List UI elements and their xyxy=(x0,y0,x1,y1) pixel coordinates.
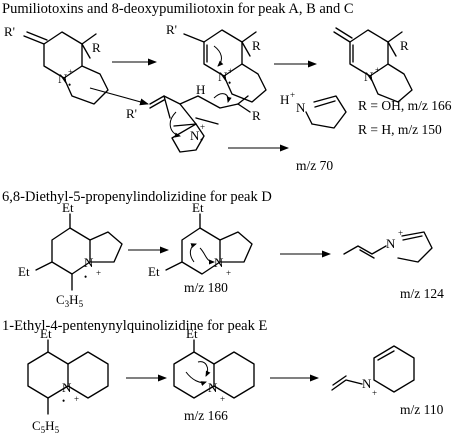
molecule-d-iminium-intermediate: Et Et N + xyxy=(148,200,253,279)
molecule-ethylquinolizidine-radical-cation: Et N + • C5H5 xyxy=(27,326,109,435)
r-label: R xyxy=(92,40,101,55)
radical-dot: • xyxy=(200,135,203,145)
molecule-exomethylene-iminium: R N + xyxy=(333,27,413,103)
molecule-iminium-intermediate: R' R N + • xyxy=(166,22,267,103)
nitrogen-label: N xyxy=(386,236,396,251)
charge-plus: + xyxy=(398,228,403,238)
r-prime-label: R' xyxy=(126,106,137,121)
charge-plus: + xyxy=(68,67,73,77)
nitrogen-label: N xyxy=(62,380,72,395)
pentenynyl-label: C5H5 xyxy=(32,418,60,435)
charge-plus: + xyxy=(290,90,295,100)
charge-plus: + xyxy=(220,394,225,404)
nitrogen-label: N xyxy=(58,71,68,86)
r-prime-label: R' xyxy=(4,24,15,39)
nitrogen-label: N xyxy=(190,128,200,143)
molecule-e-product-mz110: N + xyxy=(331,345,415,398)
charge-plus: + xyxy=(96,268,101,278)
r-label: R xyxy=(252,108,261,123)
arrow-a1-to-open-chain xyxy=(89,87,149,106)
molecule-diethylindolizidine-radical-cation: Et Et N + • C3H5 xyxy=(18,200,123,309)
molecule-d-product-mz124: N + xyxy=(343,228,433,263)
label-r-h-mz150: R = H, m/z 150 xyxy=(358,122,442,137)
molecule-e-iminium-intermediate: Et N + xyxy=(173,326,255,404)
radical-dot: • xyxy=(68,80,71,90)
molecule-open-chain-radical-cation: R' H R N + • xyxy=(126,82,261,153)
charge-plus: + xyxy=(200,122,205,132)
r-label: R xyxy=(252,38,261,53)
heading-pumiliotoxins: Pumiliotoxins and 8-deoxypumiliotoxin fo… xyxy=(2,1,354,17)
heading-diethylpropenylindolizidine: 6,8-Diethyl-5-propenylindolizidine for p… xyxy=(2,189,272,205)
ethyl-label: Et xyxy=(18,264,30,279)
label-mz110: m/z 110 xyxy=(400,402,444,417)
label-mz180: m/z 180 xyxy=(184,280,228,295)
label-mz166: m/z 166 xyxy=(184,408,228,423)
propenyl-label: C3H5 xyxy=(56,292,84,309)
radical-dot: • xyxy=(228,78,231,88)
molecule-pumiliotoxin-radical-cation: R' R N + • xyxy=(4,24,109,105)
charge-plus: + xyxy=(74,394,79,404)
charge-plus: + xyxy=(228,66,233,76)
charge-plus: + xyxy=(375,65,380,75)
hydrogen-label: H xyxy=(280,92,289,107)
ethyl-label: Et xyxy=(186,326,198,341)
charge-plus: + xyxy=(372,388,377,398)
nitrogen-label: N xyxy=(208,380,218,395)
ethyl-label: Et xyxy=(192,200,204,215)
ethyl-label: Et xyxy=(148,264,160,279)
label-mz70: m/z 70 xyxy=(296,158,333,173)
molecule-pyrrolinium-ion: H N + xyxy=(280,90,347,129)
ethyl-label: Et xyxy=(62,200,74,215)
nitrogen-label: N xyxy=(218,69,228,84)
nitrogen-label: N xyxy=(362,376,372,391)
ethyl-label: Et xyxy=(40,326,52,341)
radical-dot: • xyxy=(84,272,87,282)
nitrogen-label: N xyxy=(84,255,94,270)
charge-plus: + xyxy=(226,268,231,278)
nitrogen-label: N xyxy=(296,100,306,115)
r-prime-label: R' xyxy=(166,22,177,37)
nitrogen-label: N xyxy=(214,255,224,270)
label-mz124: m/z 124 xyxy=(400,286,444,301)
label-r-oh-mz166: R = OH, m/z 166 xyxy=(358,98,452,113)
heading-ethylpentenynylquinolizidine: 1-Ethyl-4-pentenynylquinolizidine for pe… xyxy=(2,318,267,334)
r-label: R xyxy=(400,38,409,53)
radical-dot: • xyxy=(62,396,65,406)
nitrogen-label: N xyxy=(364,69,374,84)
hydrogen-label: H xyxy=(196,82,205,97)
